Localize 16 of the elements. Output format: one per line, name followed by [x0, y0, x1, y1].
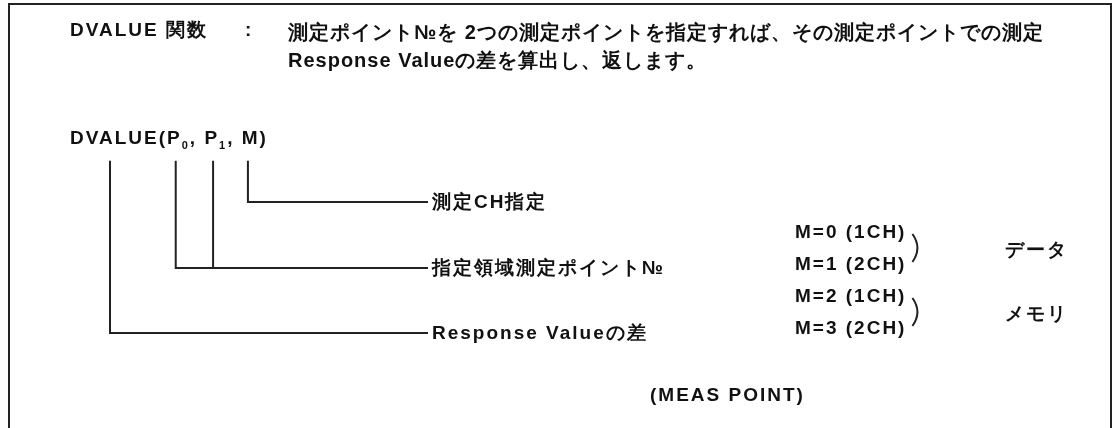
leader-line: [109, 159, 429, 334]
colon: :: [245, 18, 254, 42]
mode-value: M=2 (1CH): [795, 284, 907, 308]
mode-value: M=3 (2CH): [795, 316, 907, 340]
description-text: 測定ポイント№を 2つの測定ポイントを指定すれば、その測定ポイントでの測定Response Valueの差を算出し、返します。: [288, 20, 1045, 73]
function-syntax: DVALUE(P$_{0}$, P$_{1}$, M): [70, 126, 268, 153]
leader-line: [246, 159, 429, 203]
mode-group-label: データ: [1005, 238, 1068, 262]
description-label: 指定領域測定ポイント№: [432, 256, 666, 280]
note-text: (MEAS POINT): [650, 383, 805, 407]
mode-group-label: メモリ: [1005, 302, 1068, 326]
mode-value: M=0 (1CH): [795, 220, 907, 244]
mode-value: M=1 (2CH): [795, 252, 907, 276]
description-label: 測定CH指定: [432, 190, 548, 214]
description-label: Response Valueの差: [432, 321, 648, 345]
function-name: DVALUE 関数: [70, 18, 208, 42]
